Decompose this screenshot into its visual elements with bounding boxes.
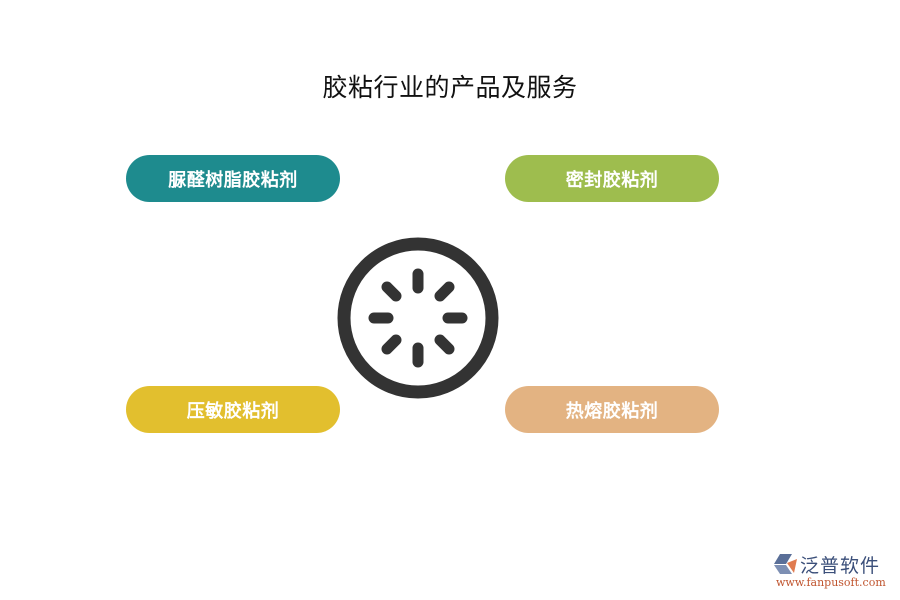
- page-title: 胶粘行业的产品及服务: [322, 73, 578, 102]
- item-hot-melt-adhesive: 热熔胶粘剂: [505, 386, 719, 433]
- fanpusoft-logo: 泛普软件 www.fanpusoft.com: [770, 551, 895, 591]
- item-label: 热熔胶粘剂: [565, 400, 659, 422]
- item-label: 压敏胶粘剂: [186, 400, 280, 422]
- item-urea-resin-adhesive: 脲醛树脂胶粘剂: [126, 155, 340, 202]
- logo-brand: 泛普软件: [800, 555, 881, 577]
- fanpu-logo-icon: [774, 554, 797, 574]
- item-sealant-adhesive: 密封胶粘剂: [505, 155, 719, 202]
- loading-spinner-icon: [336, 236, 500, 400]
- item-label: 密封胶粘剂: [565, 169, 659, 191]
- item-label: 脲醛树脂胶粘剂: [168, 169, 298, 191]
- item-pressure-sensitive-adhesive: 压敏胶粘剂: [126, 386, 340, 433]
- logo-url: www.fanpusoft.com: [776, 576, 886, 589]
